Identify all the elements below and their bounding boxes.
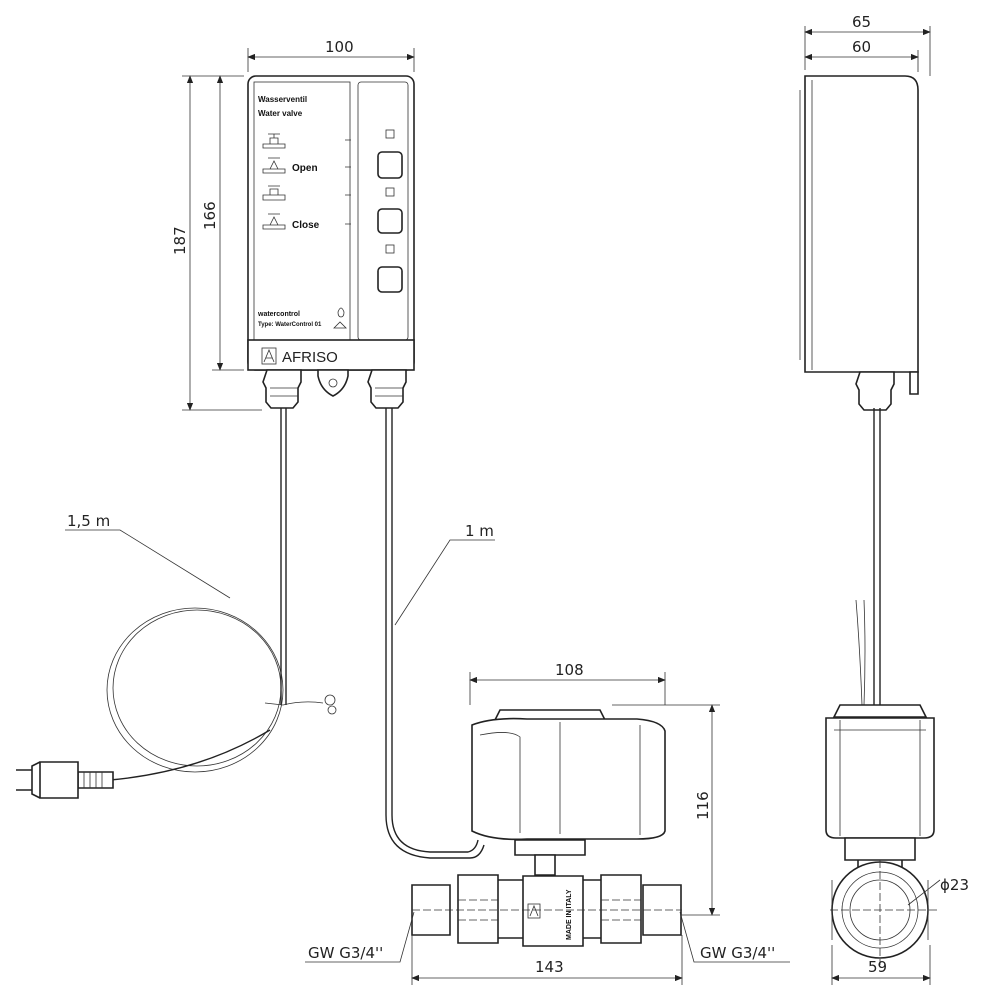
plug-strain-relief [77,771,114,789]
control-box-side: 65 60 [799,13,931,706]
led-1 [385,129,395,139]
valve-cable: 1 m [385,408,495,859]
power-cable: 1,5 m [16,408,337,799]
dim-cable-1m: 1 m [465,522,494,540]
close-button[interactable] [377,208,403,234]
title-de: Wasserventil [258,95,307,104]
front-dimensions: 100 187 166 [171,38,415,411]
led-2 [385,187,395,197]
led-3 [385,244,395,254]
open-label: Open [292,163,318,174]
third-button[interactable] [377,266,403,293]
dim-bore-diameter: ϕ23 [940,876,969,894]
control-box-front: Wasserventil Water valve Open Close wate… [247,75,415,409]
afriso-logo-icon [261,347,277,365]
brand-label: AFRISO [282,349,338,366]
dim-cable-1-5m: 1,5 m [67,512,110,530]
made-in-italy-label: MADE IN ITALY [566,889,573,940]
valve-state-icons [262,133,351,230]
product-logo: watercontrol [257,311,300,318]
power-plug [31,761,79,799]
valve-side: ϕ23 59 [825,704,969,985]
dim-width-100: 100 [325,38,354,56]
thread-left-label: GW G3/4'' [308,944,383,962]
mounting-lug [317,369,349,397]
dim-length-143: 143 [535,958,564,976]
valve-dimensions: 108 116 143 GW G3/4'' GW G3/4'' [305,661,790,985]
open-button[interactable] [377,151,403,179]
dim-height-187: 187 [171,226,189,255]
type-label: Type: WaterControl 01 [258,322,322,328]
title-en: Water valve [258,109,303,118]
water-drop-icon [333,307,347,329]
dim-depth-60: 60 [852,38,871,56]
dim-width-59: 59 [868,958,887,976]
dim-height-116: 116 [694,791,712,820]
cable-gland-right [367,369,407,409]
valve-front: MADE IN ITALY [411,709,682,947]
dim-height-166: 166 [201,201,219,230]
actuator-housing [471,717,666,841]
dim-depth-65: 65 [852,13,871,31]
cable-gland-left [262,369,302,409]
close-label: Close [292,220,320,231]
thread-right-label: GW G3/4'' [700,944,775,962]
dim-actuator-108: 108 [555,661,584,679]
